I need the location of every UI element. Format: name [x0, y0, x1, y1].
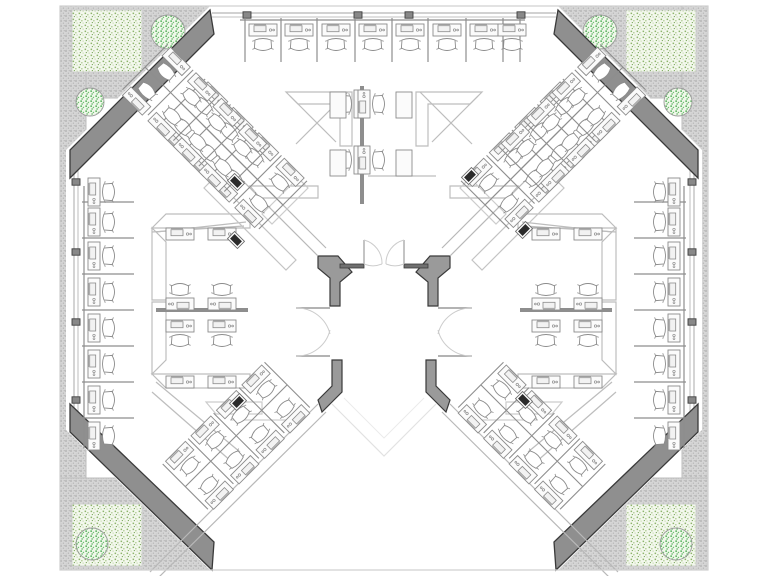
core-link-north-right	[403, 263, 429, 269]
corridor-spine-se-b	[441, 411, 609, 576]
tree-top-right-outer	[582, 14, 618, 50]
tree-left-upper	[75, 87, 105, 117]
core-node-northeast	[415, 255, 451, 307]
column-east-mid1	[687, 248, 697, 256]
column-east-top	[687, 178, 697, 186]
workstation-bank-northeast-outer	[498, 44, 646, 192]
cluster-east-center	[520, 227, 612, 389]
cluster-desk-nc-2	[329, 149, 347, 177]
core-door-east-lower	[437, 329, 473, 357]
cluster-screen-north	[360, 86, 364, 204]
tree-bottom-right	[659, 527, 693, 561]
cluster-desk-ec-3	[531, 375, 561, 389]
core-door-north-right	[385, 239, 405, 267]
partition-nw-outer	[122, 44, 270, 192]
column-north-4	[516, 11, 526, 19]
workstation-bank-north	[240, 18, 526, 62]
cluster-north-center	[329, 86, 413, 204]
column-west-mid1	[71, 248, 81, 256]
core-link-north-left	[339, 263, 365, 269]
column-east-bottom	[687, 396, 697, 404]
corridor-diag-nw-wall	[203, 177, 297, 271]
cluster-desk-wc-4	[207, 375, 237, 389]
curtain-wall-layer	[73, 12, 695, 428]
cluster-desk-nc-1	[329, 91, 347, 119]
core-door-west-upper	[295, 307, 331, 335]
column-west-top	[71, 178, 81, 186]
lawn-top-right	[625, 9, 697, 73]
cluster-screen-west	[156, 308, 248, 312]
central-core	[295, 239, 473, 457]
cluster-west-center	[156, 227, 248, 389]
lawn-top-left	[71, 9, 143, 73]
tree-top-left-outer	[150, 14, 186, 50]
core-door-west-lower	[295, 329, 331, 357]
corridor-spine-sw-b	[159, 411, 327, 576]
core-door-north-left	[363, 239, 383, 267]
corridor-mid-nw-shelf	[261, 177, 309, 225]
building-footprint-mask	[66, 6, 702, 570]
column-north-1	[242, 11, 252, 19]
corridor-north-right	[415, 91, 484, 147]
cluster-desk-ec-2	[573, 227, 603, 241]
tree-right-upper	[663, 87, 693, 117]
partition-east-run	[634, 186, 686, 448]
workstation-bank-west	[82, 178, 134, 450]
core-node-southeast	[425, 359, 451, 414]
core-void-south	[331, 403, 437, 457]
corridor-mid-ne-shelf	[459, 177, 507, 225]
partition-se	[457, 361, 606, 510]
column-north-3	[404, 11, 414, 19]
cluster-desk-ec-4	[573, 375, 603, 389]
cluster-desk-nc-4	[395, 149, 413, 177]
cluster-desk-wc-1	[165, 227, 195, 241]
partition-west-run	[82, 186, 134, 448]
column-west-mid2	[71, 318, 81, 326]
core-void-south-inner	[343, 397, 425, 439]
workstation-bank-east	[634, 178, 686, 450]
core-node-northwest	[317, 255, 353, 307]
cluster-screen-east	[520, 308, 612, 312]
column-east-mid2	[687, 318, 697, 326]
workstation-bank-southwest	[162, 361, 311, 510]
partition-ne-outer	[498, 44, 646, 192]
corridor-diag-ne-wall	[471, 177, 565, 271]
core-door-east-upper	[437, 307, 473, 335]
core-node-southwest	[317, 359, 343, 414]
cluster-desk-nc-3	[395, 91, 413, 119]
workstation-bank-northwest-outer	[122, 44, 270, 192]
cluster-desk-wc-3	[165, 375, 195, 389]
site-boundary	[59, 5, 709, 571]
workstation-bank-southeast	[457, 361, 606, 510]
tree-bottom-left	[75, 527, 109, 561]
partition-sw	[162, 361, 311, 510]
column-west-bottom	[71, 396, 81, 404]
column-north-2	[353, 11, 363, 19]
cluster-desk-ec-1	[531, 227, 561, 241]
